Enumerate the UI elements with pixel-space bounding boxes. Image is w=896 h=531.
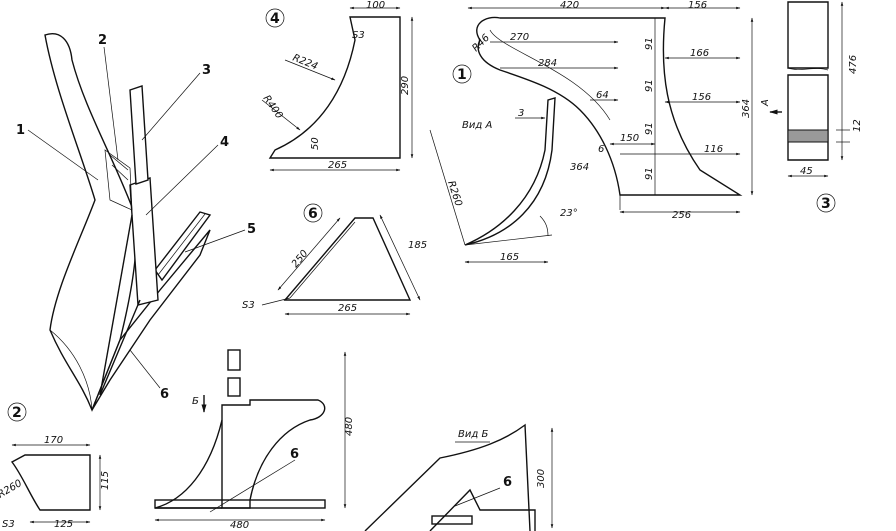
dim-91c: 91: [644, 122, 655, 135]
view-a-blade: [464, 97, 556, 246]
dim-r260b: R260: [0, 478, 24, 501]
dim-476: 476: [848, 55, 859, 74]
standard-bar: [129, 85, 149, 185]
dim-angle: 23°: [560, 208, 578, 219]
dim-166: 166: [690, 48, 709, 59]
dim-170: 170: [44, 435, 63, 446]
view-arrow-b: Б: [192, 396, 199, 407]
dim-300: 300: [536, 469, 547, 488]
detail-2: 2 170 R260 115 125 S3: [0, 402, 111, 530]
dim-480h: 480: [344, 417, 355, 436]
detail-number-circle: [265, 8, 285, 28]
dim-45: 45: [800, 166, 813, 177]
detail-4: 4 100 S3 R224 R400 290 50 265: [261, 0, 414, 172]
detail-number-2: 2: [12, 405, 22, 421]
dim-r400: R400: [261, 93, 285, 121]
dim-156b: 156: [692, 92, 711, 103]
dim-s3b: S3: [242, 300, 255, 311]
view-b: Вид Б 6 300: [364, 423, 554, 531]
dim-290: 290: [400, 76, 411, 95]
dim-91d: 91: [644, 167, 655, 180]
detail-number-4: 4: [270, 11, 280, 27]
view-a-label: Вид А: [462, 120, 492, 131]
dim-150: 150: [620, 133, 639, 144]
dim-256: 256: [672, 210, 691, 221]
side-view: 6 Б 480 480: [154, 349, 355, 531]
dim-115: 115: [100, 471, 111, 490]
dim-100: 100: [366, 0, 385, 11]
dim-284: 284: [538, 58, 557, 69]
dim-116: 116: [704, 144, 723, 155]
view-arrow-a: А: [760, 99, 771, 107]
dim-420: 420: [560, 0, 579, 11]
detail-number-3: 3: [821, 196, 831, 212]
view-b-part-6: 6: [503, 475, 512, 490]
label-part-4: 4: [220, 135, 229, 150]
dim-125: 125: [54, 519, 73, 530]
dim-185: 185: [408, 240, 427, 251]
dim-r46: R46: [470, 32, 492, 54]
dim-s3c: S3: [2, 519, 15, 530]
detail-1-profile: [476, 16, 743, 196]
dim-s3: S3: [352, 30, 365, 41]
dim-91b: 91: [644, 79, 655, 92]
side-view-part-6: 6: [290, 447, 299, 462]
post: [129, 177, 159, 306]
dim-3: 3: [518, 108, 524, 119]
landside-bar: [154, 211, 212, 282]
detail-number-1: 1: [457, 67, 467, 83]
label-part-6: 6: [160, 387, 169, 402]
view-b-label: Вид Б: [458, 429, 488, 440]
label-part-5: 5: [247, 222, 256, 237]
detail-1: 1 420 156 R46 270 166 284 64 156 150 116…: [429, 0, 782, 264]
dim-r224: R224: [291, 53, 319, 73]
label-part-1: 1: [16, 123, 25, 138]
dim-64: 64: [596, 90, 609, 101]
dim-270: 270: [510, 32, 529, 43]
label-part-2: 2: [98, 33, 107, 48]
dim-12: 12: [852, 119, 863, 132]
label-part-3: 3: [202, 63, 211, 78]
dim-r260: R260: [445, 180, 464, 208]
detail-4-shape: [268, 16, 401, 159]
detail-number-6: 6: [308, 206, 318, 222]
dim-364: 364: [741, 99, 752, 118]
dim-156a: 156: [688, 0, 707, 11]
dim-91a: 91: [644, 37, 655, 50]
dim-250: 250: [290, 248, 311, 270]
dim-265b: 265: [338, 303, 357, 314]
detail-6: 6 250 185 265 S3: [242, 203, 427, 316]
dim-364b: 364: [570, 162, 589, 173]
detail-2-shape: [10, 454, 91, 511]
detail-3: 476 12 45 3: [787, 1, 863, 213]
plow-assembly-drawing: 1 2 3 4 5 6: [16, 33, 256, 412]
dim-50: 50: [310, 137, 321, 150]
dim-165: 165: [500, 252, 519, 263]
dim-265: 265: [328, 160, 347, 171]
dim-480w: 480: [230, 520, 249, 531]
dim-6: 6: [598, 144, 604, 155]
